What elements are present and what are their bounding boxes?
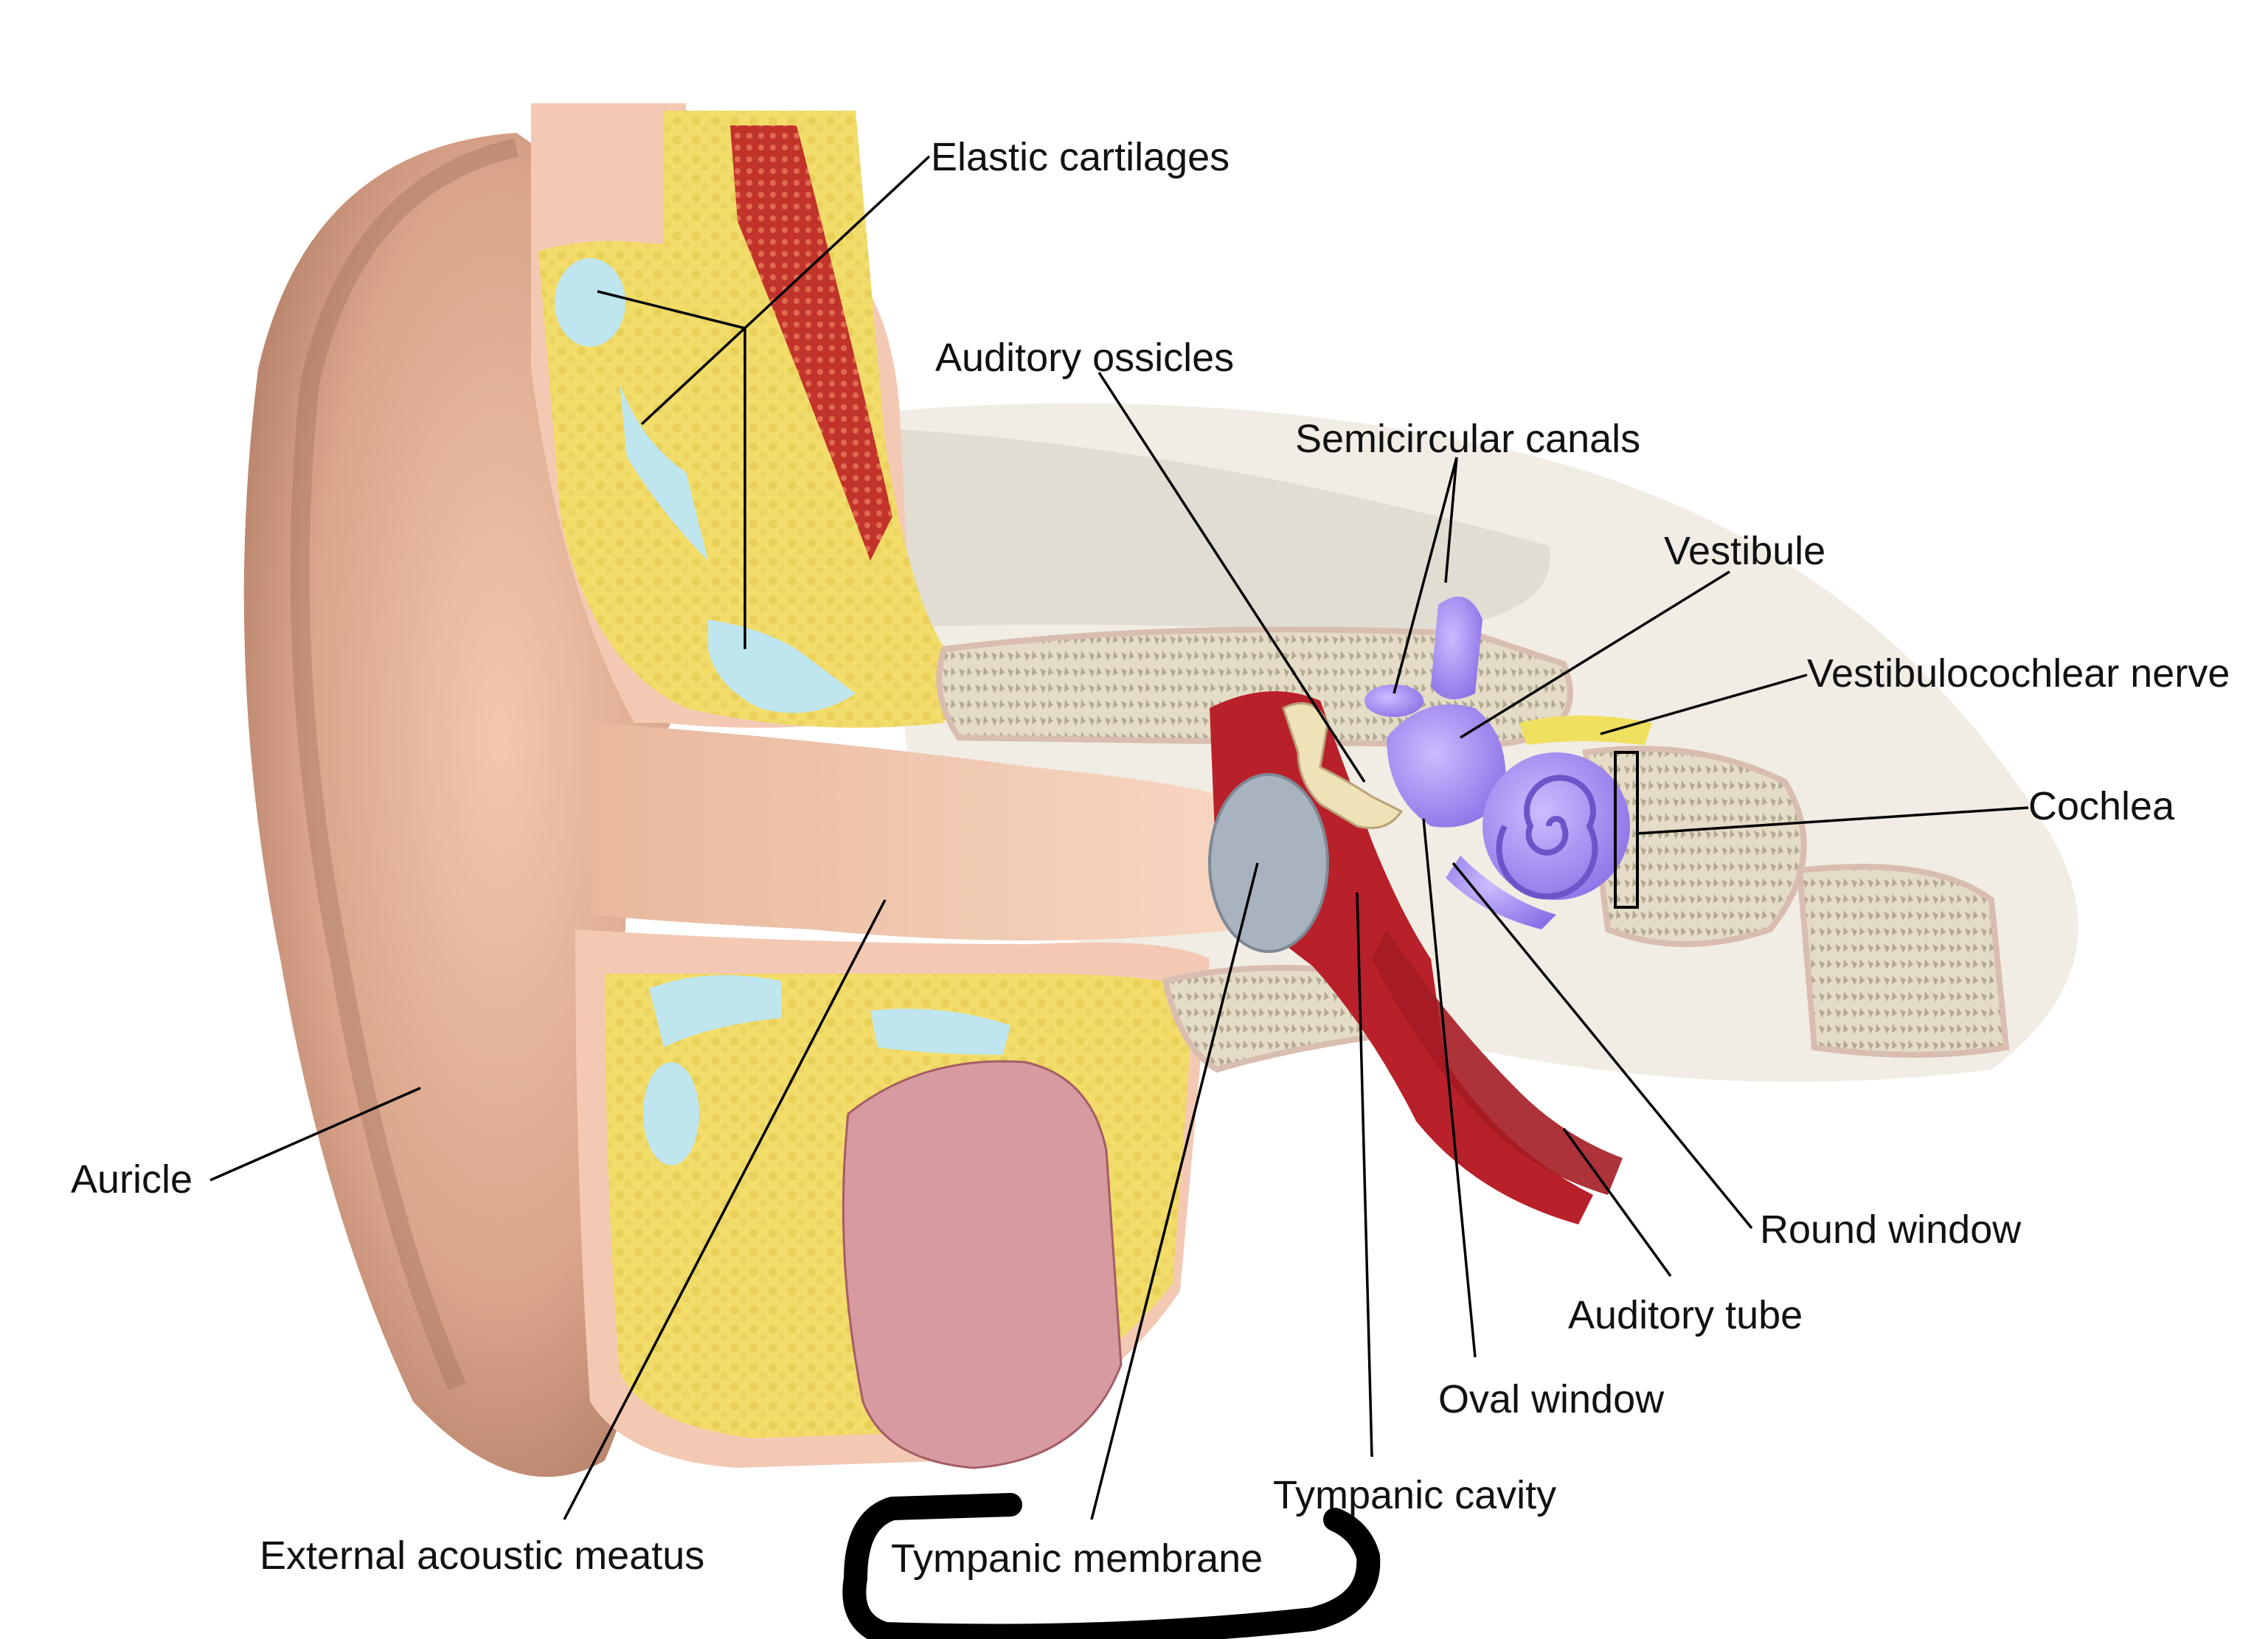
nerve-shape	[1519, 715, 1652, 745]
semicircular-canals-shape	[1431, 596, 1482, 699]
auricle-rim-shadow	[290, 138, 519, 1391]
bone-right	[1582, 746, 1807, 947]
leader-lines	[209, 155, 2029, 1520]
leader-round-window	[1452, 862, 1753, 1230]
leader-semicircular-b	[1444, 457, 1458, 583]
upper-bone-background	[870, 428, 1550, 634]
cartilage-piece-4	[649, 975, 782, 1047]
leader-external-meatus	[563, 899, 887, 1520]
leader-auricle	[209, 1087, 421, 1182]
leader-tympanic-membrane	[1090, 862, 1259, 1520]
leader-ossicles	[1097, 372, 1366, 783]
label-round-window: Round window	[1760, 1207, 2022, 1252]
label-semicircular-canals: Semicircular canals	[1295, 417, 1641, 461]
leader-auditory-tube	[1562, 1127, 1672, 1278]
label-cochlea: Cochlea	[2028, 784, 2175, 828]
cochlea-bracket	[1614, 751, 1639, 909]
auditory-tube-shape	[1372, 929, 1623, 1195]
label-tympanic-membrane: Tympanic membrane	[891, 1536, 1263, 1581]
leader-nerve	[1600, 673, 1808, 735]
leader-tympanic-cavity	[1356, 892, 1373, 1458]
leader-oval-window	[1422, 818, 1477, 1358]
cartilage-piece-5	[870, 1008, 1010, 1055]
label-auricle: Auricle	[71, 1157, 193, 1202]
cartilage-piece-6	[643, 1062, 699, 1165]
parotid-gland	[842, 1060, 1123, 1469]
tympanic-membrane-shape	[1208, 773, 1329, 953]
label-vestibule: Vestibule	[1664, 529, 1826, 573]
leader-semicircular-a	[1393, 457, 1458, 694]
red-muscle-band	[730, 125, 892, 561]
marker-circle-annotation	[842, 1493, 1381, 1639]
label-external-acoustic-meatus: External acoustic meatus	[260, 1534, 705, 1578]
leader-elastic-b	[597, 290, 746, 330]
leader-vestibule	[1460, 570, 1730, 739]
label-auditory-ossicles: Auditory ossicles	[935, 336, 1235, 380]
cartilage-piece-1	[555, 258, 625, 347]
label-oval-window: Oval window	[1438, 1377, 1665, 1421]
label-elastic-cartilages: Elastic cartilages	[931, 135, 1230, 179]
cartilage-piece-2	[620, 384, 708, 561]
cochlea-base	[1446, 856, 1556, 929]
semicircular-loop	[1364, 685, 1423, 717]
leader-elastic-a	[640, 155, 931, 426]
cochlea-spiral	[1496, 775, 1598, 900]
label-vestibulocochlear-nerve: Vestibulocochlear nerve	[1807, 651, 2230, 696]
label-tympanic-cavity: Tympanic cavity	[1273, 1473, 1557, 1517]
vestibule-shape	[1387, 704, 1506, 828]
leader-cochlea	[1637, 806, 2029, 835]
external-canal	[590, 723, 1239, 940]
label-auditory-tube: Auditory tube	[1568, 1293, 1803, 1337]
upper-cartilage-tissue	[538, 111, 959, 728]
bone-far-right	[1796, 864, 2010, 1058]
